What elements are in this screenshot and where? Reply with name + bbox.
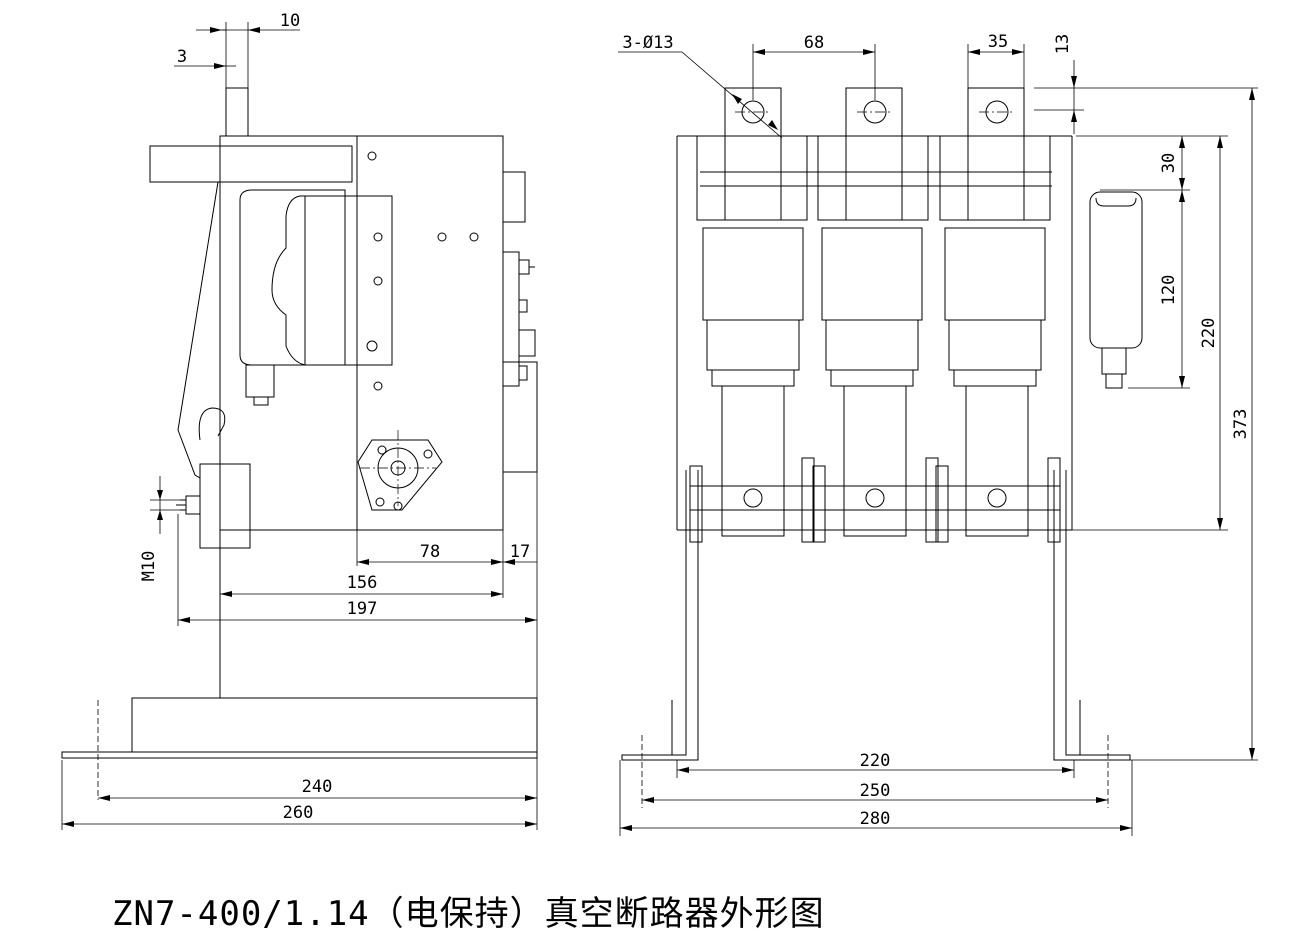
dim-280: 280 [860, 809, 891, 829]
dim-260: 260 [283, 803, 314, 823]
arrowheads [62, 27, 1255, 831]
cam-plate [357, 430, 443, 511]
pole-2 [812, 87, 939, 543]
side-view [61, 22, 538, 830]
dim-156: 156 [347, 573, 378, 593]
dim-240: 240 [302, 777, 333, 797]
main-frame [219, 135, 504, 531]
dim-35: 35 [988, 32, 1008, 52]
dim-120: 120 [1159, 275, 1179, 306]
dim-373: 373 [1231, 409, 1251, 440]
pole-1 [689, 87, 815, 543]
screws [366, 151, 479, 391]
top-shaft [225, 87, 249, 137]
dim-13: 13 [1053, 34, 1073, 54]
dim-197: 197 [347, 599, 378, 619]
dim-10: 10 [280, 11, 300, 31]
base-block [131, 697, 538, 753]
dim-220: 220 [860, 751, 891, 771]
drawing-title: ZN7-400/1.14（电保持）真空断路器外形图 [112, 894, 825, 934]
dim-17: 17 [510, 542, 530, 562]
dim-m10: M10 [139, 551, 159, 582]
base-plate [61, 751, 538, 759]
dim-68: 68 [804, 33, 824, 53]
crossbar [149, 145, 353, 183]
dim-220-vertical: 220 [1199, 318, 1219, 349]
side-view-dimension-labels: 10 3 M10 78 17 156 197 240 260 [139, 11, 530, 823]
dim-78: 78 [420, 542, 440, 562]
dim-30: 30 [1159, 153, 1179, 173]
front-view-dimension-labels: 3-Ø13 68 35 13 30 120 220 373 220 250 28… [622, 32, 1251, 829]
front-view [618, 44, 1258, 836]
pole-3 [935, 87, 1061, 543]
dim-250: 250 [860, 781, 891, 801]
dim-hole-spec: 3-Ø13 [622, 33, 673, 53]
dim-3: 3 [177, 47, 187, 67]
